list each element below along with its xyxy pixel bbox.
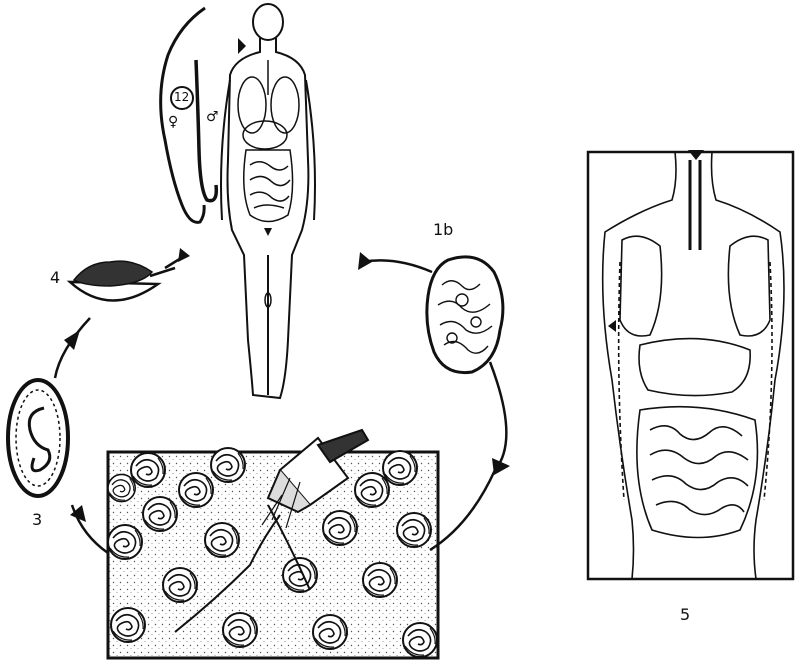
female-symbol: ♀ — [168, 115, 178, 129]
label-1b: 1b — [433, 222, 453, 238]
egg-cluster-1b — [427, 257, 503, 373]
label-5: 5 — [680, 607, 690, 623]
torso-panel-5 — [588, 150, 793, 579]
label-3: 3 — [32, 512, 42, 528]
male-worm — [196, 60, 216, 201]
embryonated-egg-3 — [8, 380, 68, 496]
vegetable-field — [108, 448, 438, 658]
salad-bowl-4 — [70, 261, 175, 300]
male-symbol: ♂ — [206, 110, 219, 124]
label-4: 4 — [50, 270, 60, 286]
circle-12-label: 12 — [174, 91, 189, 103]
